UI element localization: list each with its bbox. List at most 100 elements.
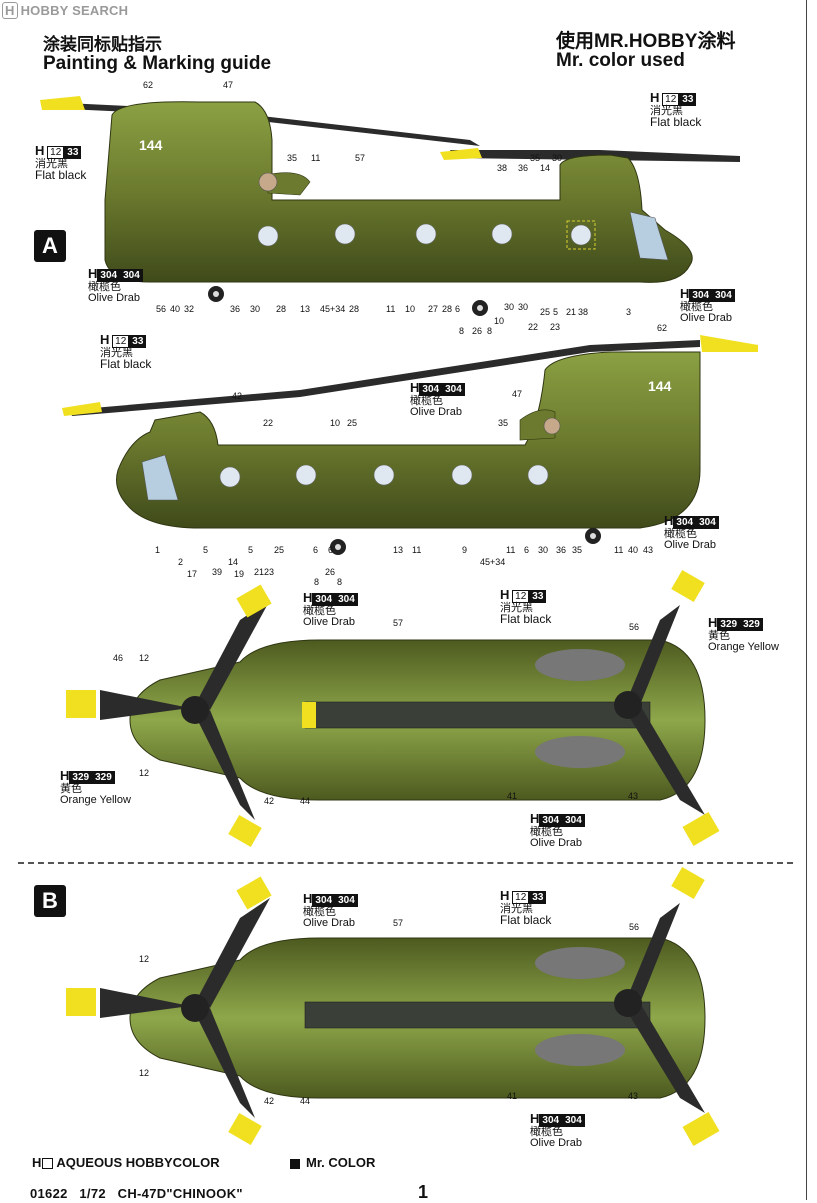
callout-a-side: 25 bbox=[540, 307, 551, 317]
callout-a-top: 56 bbox=[629, 622, 640, 632]
callout-b-top: 41 bbox=[507, 1091, 518, 1101]
callout-b-side: 39 bbox=[212, 567, 223, 577]
paint-title-english: Mr. color used bbox=[556, 50, 685, 71]
callout-b-side: 35 bbox=[498, 418, 509, 428]
callout-b-side: 6 bbox=[313, 545, 319, 555]
callout-a-side: 28 bbox=[276, 304, 287, 314]
callout-a-side: 57 bbox=[355, 153, 366, 163]
callout-a-side: 10 bbox=[405, 304, 416, 314]
callout-a-side: 5 bbox=[553, 307, 559, 317]
callout-b-side: 14 bbox=[228, 557, 239, 567]
legend-aqueous-label: AQUEOUS HOBBYCOLOR bbox=[56, 1155, 220, 1170]
callout-a-side: 36 bbox=[230, 304, 241, 314]
callout-b-side: 23 bbox=[264, 567, 275, 577]
callout-a-side: 35 bbox=[287, 153, 298, 163]
callout-a-side: 8 bbox=[459, 326, 465, 336]
callout-a-top: 12 bbox=[139, 768, 150, 778]
callout-b-side: 26 bbox=[325, 567, 336, 577]
callout-a-side: 11 bbox=[386, 304, 396, 314]
callout-a-side: 30 bbox=[250, 304, 261, 314]
section-b-badge: B bbox=[34, 885, 66, 917]
callout-a-side: 13 bbox=[300, 304, 311, 314]
callout-a-top: 44 bbox=[300, 796, 311, 806]
callout-b-side: 8 bbox=[314, 577, 320, 587]
callout-b-side: 2 bbox=[178, 557, 184, 567]
callout-b-side: 6 bbox=[328, 545, 334, 555]
page-number: 1 bbox=[418, 1182, 429, 1202]
callout-b-top: 12 bbox=[139, 1068, 150, 1078]
callout-a-side: 56 bbox=[156, 304, 167, 314]
footer-scale: 1/72 bbox=[79, 1186, 106, 1201]
callout-b-side: 17 bbox=[187, 569, 198, 579]
callout-b-side: 10 bbox=[330, 418, 341, 428]
callout-a-side: 35 bbox=[530, 153, 541, 163]
serial-number-b: 144 bbox=[648, 378, 672, 394]
callout-a-side: 28 bbox=[442, 304, 453, 314]
callout-a-top: 57 bbox=[393, 618, 404, 628]
callout-a-side: 45+34 bbox=[320, 304, 346, 314]
callout-b-top: 57 bbox=[393, 918, 404, 928]
legend-mr-label: Mr. COLOR bbox=[306, 1155, 376, 1170]
callout-b-side: 5 bbox=[203, 545, 209, 555]
callout-b-side: 42 bbox=[232, 391, 243, 401]
callout-b-side: 21 bbox=[254, 567, 265, 577]
watermark-logo: H bbox=[2, 2, 18, 19]
callout-a-side: 38 bbox=[578, 307, 589, 317]
section-a-badge: A bbox=[34, 230, 66, 262]
a-side-fuselage bbox=[104, 101, 693, 316]
footer-model: CH-47D"CHINOOK" bbox=[117, 1186, 243, 1201]
callout-a-side: 3 bbox=[626, 307, 632, 317]
callout-a-side: 23 bbox=[550, 322, 561, 332]
callout-a-side: 30 bbox=[518, 302, 529, 312]
callout-b-side: 8 bbox=[337, 577, 343, 587]
callout-a-top: 12 bbox=[139, 653, 150, 663]
callout-b-top: 42 bbox=[264, 1096, 275, 1106]
legend-mr-color: Mr. COLOR bbox=[290, 1155, 375, 1170]
title-english: Painting & Marking guide bbox=[43, 53, 272, 74]
callout-b-side: 62 bbox=[657, 323, 668, 333]
callout-b-side: 25 bbox=[274, 545, 285, 555]
callout-b-side: 13 bbox=[393, 545, 404, 555]
callout-a-side: 27 bbox=[428, 304, 439, 314]
page-border bbox=[806, 0, 807, 1200]
callout-b-side: 22 bbox=[263, 418, 274, 428]
watermark-text: HOBBY SEARCH bbox=[20, 3, 129, 18]
callout-a-side: 6 bbox=[455, 304, 461, 314]
callout-b-side: 5 bbox=[248, 545, 254, 555]
callout-b-top: 44 bbox=[300, 1096, 311, 1106]
callout-a-side: 22 bbox=[528, 322, 539, 332]
footer-model-info: 01622 1/72 CH-47D"CHINOOK" bbox=[30, 1186, 243, 1201]
callout-b-top: 56 bbox=[629, 922, 640, 932]
callout-a-side: 11 bbox=[311, 153, 321, 163]
callout-a-side: 32 bbox=[184, 304, 195, 314]
callout-a-top: 41 bbox=[507, 791, 518, 801]
callout-b-side: 19 bbox=[234, 569, 245, 579]
callout-a-top: 42 bbox=[264, 796, 275, 806]
callout-b-side: 40 bbox=[628, 545, 639, 555]
callout-b-side: 45+34 bbox=[480, 557, 506, 567]
callout-a-side: 10 bbox=[494, 316, 505, 326]
b-side-fuselage bbox=[116, 351, 701, 555]
callout-b-side: 43 bbox=[643, 545, 654, 555]
b-top-view bbox=[66, 866, 720, 1147]
callout-b-side: 11 bbox=[614, 545, 624, 555]
callout-b-side: 35 bbox=[572, 545, 583, 555]
legend-aqueous-swatch bbox=[42, 1158, 54, 1170]
callout-b-side: 36 bbox=[556, 545, 567, 555]
legend-mr-swatch bbox=[290, 1158, 300, 1169]
callout-b-side: 47 bbox=[512, 389, 523, 399]
callout-b-side: 11 bbox=[506, 545, 516, 555]
